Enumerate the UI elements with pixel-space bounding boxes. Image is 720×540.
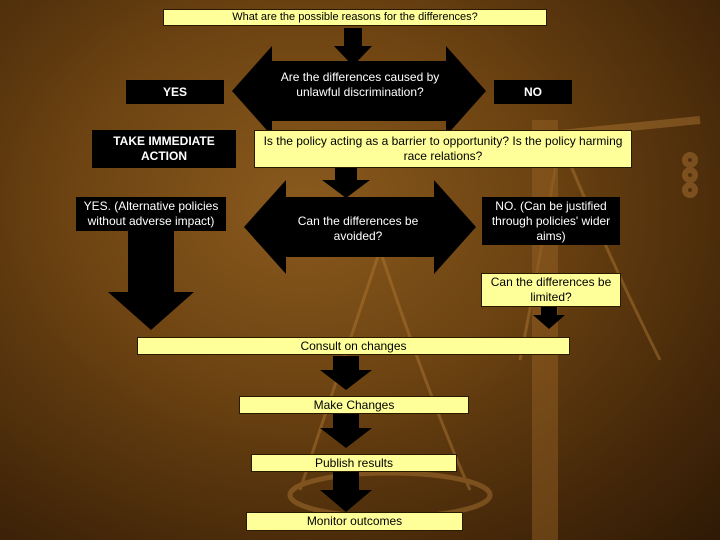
possible-reasons-text: What are the possible reasons for the di… — [232, 11, 478, 23]
make-changes-text: Make Changes — [313, 397, 395, 412]
justified-text: NO. (Can be justified through policies' … — [491, 198, 611, 243]
limited-text: Can the differences be limited? — [490, 275, 612, 304]
publish-results: Publish results — [251, 454, 457, 472]
consult-on-changes: Consult on changes — [137, 337, 570, 355]
monitor-text: Monitor outcomes — [306, 514, 403, 528]
alternative-policies: YES. (Alternative policies without adver… — [76, 197, 226, 231]
barrier-text: Is the policy acting as a barrier to opp… — [263, 134, 623, 163]
monitor-outcomes: Monitor outcomes — [246, 512, 463, 531]
barrier-question: Is the policy acting as a barrier to opp… — [254, 130, 632, 168]
take-immediate-action: TAKE IMMEDIATE ACTION — [92, 130, 236, 168]
down-arrow-3 — [533, 307, 565, 329]
avoided-text: Can the differences be avoided? — [297, 214, 419, 243]
yes-label: YES — [126, 80, 224, 104]
justified-answer: NO. (Can be justified through policies' … — [482, 197, 620, 245]
yes-text: YES — [162, 84, 187, 99]
alternative-text: YES. (Alternative policies without adver… — [83, 199, 219, 228]
double-arrow-discrimination — [232, 46, 486, 136]
discrimination-question: Are the differences caused by unlawful d… — [274, 68, 446, 102]
down-arrow-2 — [322, 168, 370, 198]
double-arrow-avoided — [244, 180, 476, 274]
no-label: NO — [494, 80, 572, 104]
big-down-arrow-left — [108, 230, 194, 330]
no-text: NO — [524, 84, 542, 99]
make-changes: Make Changes — [239, 396, 469, 414]
publish-text: Publish results — [314, 455, 394, 470]
down-arrow-make-changes — [320, 414, 372, 448]
possible-reasons-question: What are the possible reasons for the di… — [163, 9, 547, 26]
down-arrow-1 — [334, 28, 372, 66]
discrimination-text: Are the differences caused by unlawful d… — [280, 70, 440, 99]
consult-text: Consult on changes — [300, 338, 407, 353]
down-arrow-publish — [320, 472, 372, 512]
take-action-text: TAKE IMMEDIATE ACTION — [113, 134, 215, 163]
avoided-question: Can the differences be avoided? — [290, 213, 426, 245]
limited-question: Can the differences be limited? — [481, 273, 621, 307]
down-arrow-consult — [320, 356, 372, 390]
